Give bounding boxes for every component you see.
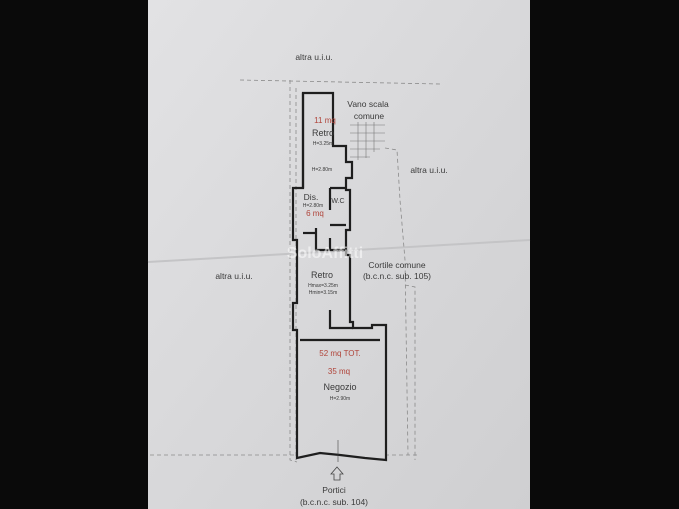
walls [291,91,388,462]
retro-bottom-hmin: Hmin=3.15m [309,290,337,296]
retro-bottom-name: Retro [311,270,333,280]
retro-top-height: H=3.25m [313,141,333,147]
neighbour-top-label: altra u.i.u. [295,52,332,62]
entrance-arrow-icon [330,466,344,481]
retro-top-area: 11 mq [314,116,336,125]
retro-top-height-2: H=2.80m [312,167,332,173]
negozio-area: 35 mq [328,367,350,376]
retro-top-name: Retro [312,128,334,138]
wc-label: W.C [331,198,344,205]
paper-sheet [148,0,530,509]
total-area: 52 mq TOT. [319,349,361,358]
stair-label-1: Vano scala [347,99,389,109]
neighbour-right-label: altra u.i.u. [410,165,447,175]
portici-label-2: (b.c.n.c. sub. 104) [300,497,368,507]
watermark: SoloAffitti [287,245,363,262]
courtyard-label-1: Cortile comune [368,260,425,270]
neighbour-left-label: altra u.i.u. [215,271,252,281]
courtyard-label-2: (b.c.n.c. sub. 105) [363,271,431,281]
stair [350,122,385,160]
portici-label-1: Portici [322,485,346,495]
negozio-height: H=2.90m [330,396,350,402]
dis-height: H=2.80m [303,203,323,209]
stair-label-2: comune [354,111,385,121]
retro-bottom-hmax: Hmax=3.25m [308,283,338,289]
negozio-name: Negozio [323,382,356,392]
dis-area: 6 mq [306,209,324,218]
dis-name: Dis. [304,192,319,202]
